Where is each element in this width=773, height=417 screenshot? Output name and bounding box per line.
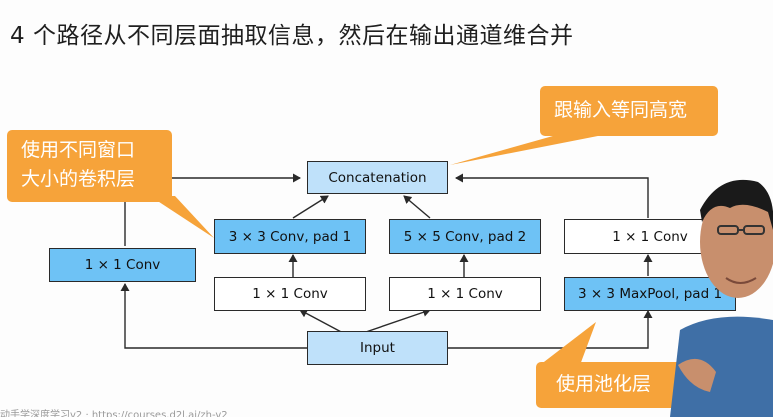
callout-different-window-line2: 大小的卷积层 (21, 168, 136, 190)
edge-input-to-path1 (120, 283, 307, 349)
edge-input-to-path4 (387, 310, 653, 349)
presenter-video-icon (670, 179, 773, 417)
edge-p3-to-concat (403, 195, 431, 219)
footer-course-link[interactable]: 动手学深度学习v2 · https://courses.d2l.ai/zh-v2 (0, 410, 228, 417)
node-input: Input (307, 331, 448, 365)
callout-same-height-width-text: 跟输入等同高宽 (554, 99, 688, 121)
edge-p4-to-concat (455, 173, 649, 218)
callout-same-height-width: 跟输入等同高宽 (540, 86, 718, 136)
node-path3-conv5x5: 5 × 5 Conv, pad 2 (389, 219, 541, 254)
callout-different-window: 使用不同窗口 大小的卷积层 (7, 130, 172, 202)
node-path2-conv1x1: 1 × 1 Conv (214, 277, 366, 311)
node-concatenation: Concatenation (307, 161, 448, 194)
slide-title: 4 个路径从不同层面抽取信息，然后在输出通道维合并 (10, 23, 574, 49)
node-path2-conv3x3: 3 × 3 Conv, pad 1 (214, 219, 366, 254)
edge-p2-to-concat (292, 195, 329, 219)
node-path3-conv1x1: 1 × 1 Conv (389, 277, 541, 311)
callout-different-window-line1: 使用不同窗口 (21, 139, 136, 161)
callout-pooling-layer-text: 使用池化层 (556, 373, 652, 395)
edge-input-to-path3 (359, 308, 431, 335)
node-path4-maxpool: 3 × 3 MaxPool, pad 1 (564, 277, 736, 311)
node-path1-conv1x1: 1 × 1 Conv (49, 248, 196, 282)
edge-input-to-path2 (299, 309, 346, 335)
